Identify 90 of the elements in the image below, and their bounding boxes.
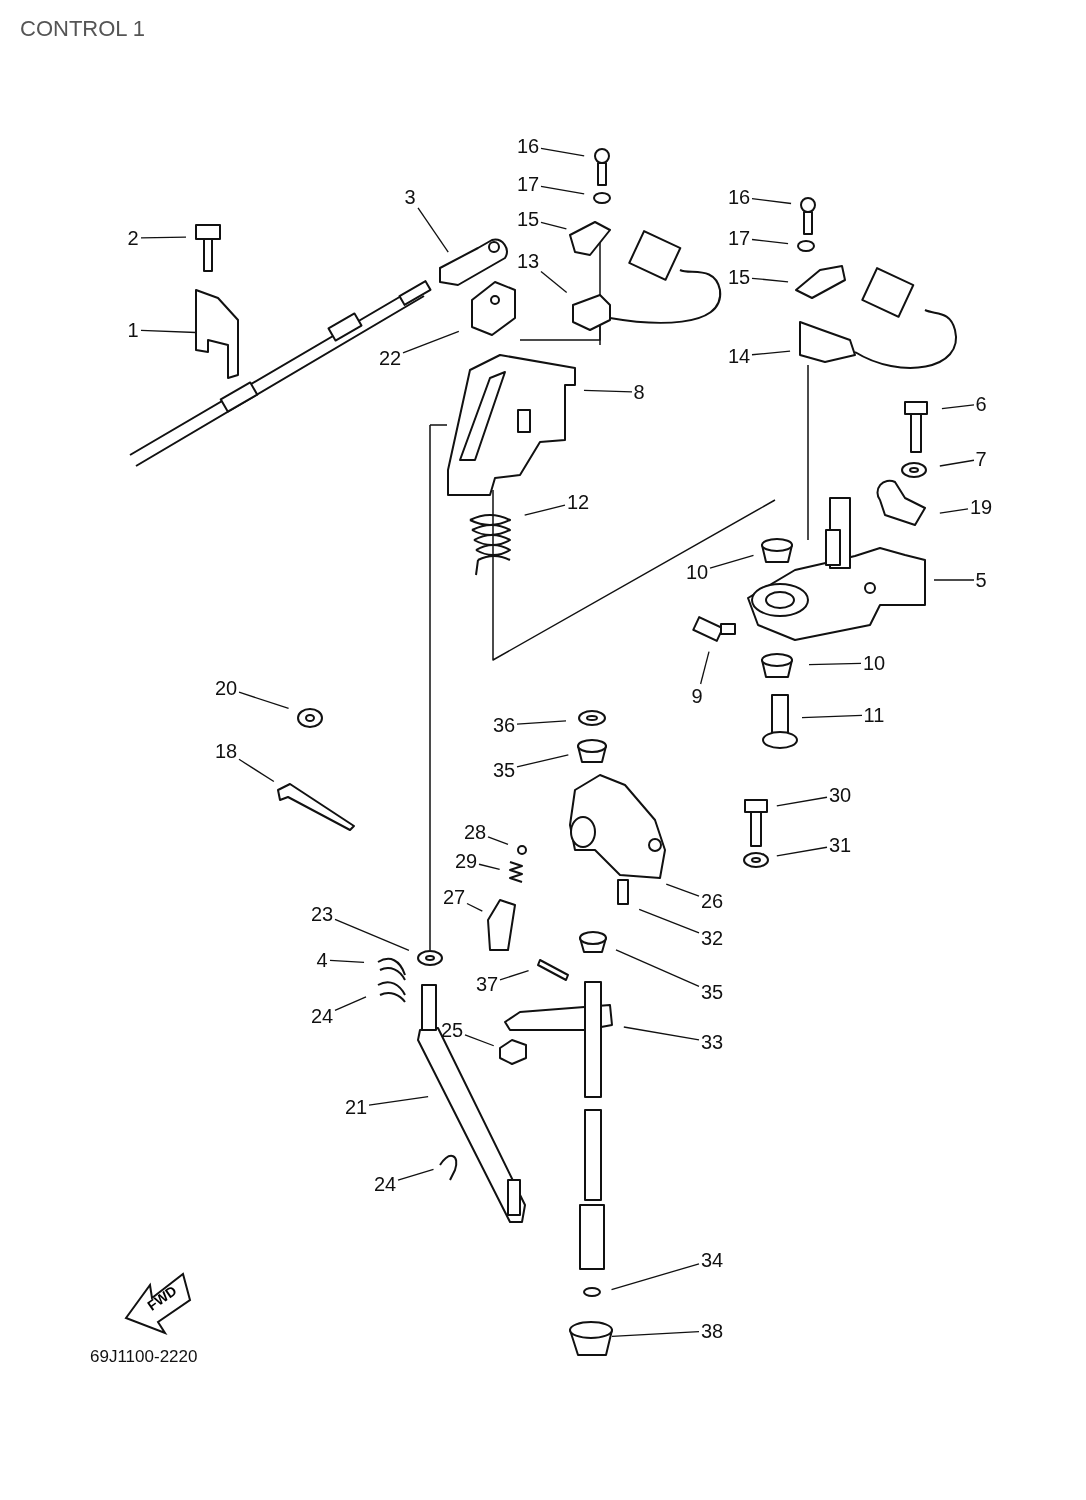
- callout-number: 24: [374, 1173, 397, 1195]
- callout-number: 6: [975, 393, 987, 415]
- leader-line: [776, 796, 828, 807]
- leader-line: [709, 554, 755, 569]
- callout-number: 32: [701, 927, 724, 949]
- leader-line: [801, 714, 863, 719]
- callout-number: 35: [493, 759, 516, 781]
- callout-number: 26: [701, 890, 724, 912]
- leader-line: [638, 908, 700, 934]
- callout-number: 16: [728, 186, 751, 208]
- callout-number: 10: [863, 652, 886, 674]
- callout-number: 27: [443, 886, 466, 908]
- leader-line: [540, 221, 568, 230]
- callout-number: 14: [728, 345, 751, 367]
- callout-number: 8: [633, 381, 645, 403]
- leader-line: [516, 754, 569, 768]
- callout-number: 4: [316, 949, 328, 971]
- callout-number: 33: [701, 1031, 724, 1053]
- callout-number: 17: [728, 227, 751, 249]
- leader-line: [464, 1034, 495, 1047]
- leader-line: [478, 863, 501, 871]
- leader-line: [665, 883, 700, 897]
- leader-line: [751, 238, 789, 245]
- callout-number: 28: [464, 821, 487, 843]
- leader-line: [524, 504, 566, 516]
- callout-number: 1: [127, 319, 139, 341]
- leader-line: [540, 270, 568, 294]
- leader-line: [397, 1168, 435, 1181]
- leader-line: [140, 329, 197, 334]
- leader-line: [516, 720, 567, 725]
- callout-number: 35: [701, 981, 724, 1003]
- callout-number: 10: [686, 561, 709, 583]
- leader-line: [334, 918, 410, 951]
- leader-line: [140, 236, 187, 239]
- leader-line: [751, 277, 789, 283]
- leader-line: [808, 662, 862, 666]
- leader-line: [751, 350, 791, 356]
- leader-line: [611, 1331, 700, 1337]
- callout-number: 11: [863, 704, 885, 726]
- callout-number: 19: [970, 496, 993, 518]
- callout-number: 22: [379, 347, 402, 369]
- leader-line: [583, 389, 633, 393]
- leader-line: [499, 970, 530, 981]
- callout-number: 36: [493, 714, 516, 736]
- leader-line: [941, 404, 975, 410]
- callout-number: 2: [127, 227, 139, 249]
- callout-number: 30: [829, 784, 852, 806]
- callout-number: 18: [215, 740, 238, 762]
- leader-line: [939, 508, 969, 514]
- callout-number: 31: [829, 834, 852, 856]
- leader-line: [238, 758, 275, 783]
- callout-number: 25: [441, 1019, 464, 1041]
- leader-line: [540, 147, 585, 157]
- callout-number: 17: [517, 173, 540, 195]
- leader-line: [466, 902, 483, 912]
- callout-number: 38: [701, 1320, 724, 1342]
- leader-line: [933, 579, 975, 581]
- title: CONTROL 1: [20, 16, 146, 42]
- callout-number: 5: [975, 569, 987, 591]
- leader-line: [329, 959, 365, 963]
- leader-line: [334, 996, 367, 1011]
- leader-line: [699, 650, 710, 685]
- leader-line: [615, 949, 700, 987]
- leader-line: [238, 691, 290, 709]
- callout-number: 12: [567, 491, 590, 513]
- callout-number: 24: [311, 1005, 334, 1027]
- callout-number: 20: [215, 677, 238, 699]
- callout-number: 29: [455, 850, 478, 872]
- callout-number: 15: [517, 208, 540, 230]
- leader-line: [939, 459, 975, 467]
- callout-number: 34: [701, 1249, 724, 1271]
- leader-line: [751, 198, 792, 205]
- leader-line: [368, 1096, 429, 1106]
- callout-number: 15: [728, 266, 751, 288]
- leader-line: [417, 207, 449, 253]
- callout-number: 16: [517, 135, 540, 157]
- leader-line: [402, 330, 460, 354]
- leader-line: [487, 836, 509, 845]
- callout-number: 23: [311, 903, 334, 925]
- callout-number: 21: [345, 1096, 368, 1118]
- callout-number: 9: [691, 685, 703, 707]
- leader-line: [623, 1026, 700, 1041]
- part-number: 69J1100-2220: [90, 1347, 198, 1367]
- callout-number: 3: [404, 186, 416, 208]
- leader-line: [776, 846, 828, 857]
- leader-line: [610, 1263, 700, 1291]
- callout-number: 7: [975, 448, 987, 470]
- leader-line: [540, 185, 585, 195]
- callout-number: 37: [476, 973, 499, 995]
- callout-number: 13: [517, 250, 540, 272]
